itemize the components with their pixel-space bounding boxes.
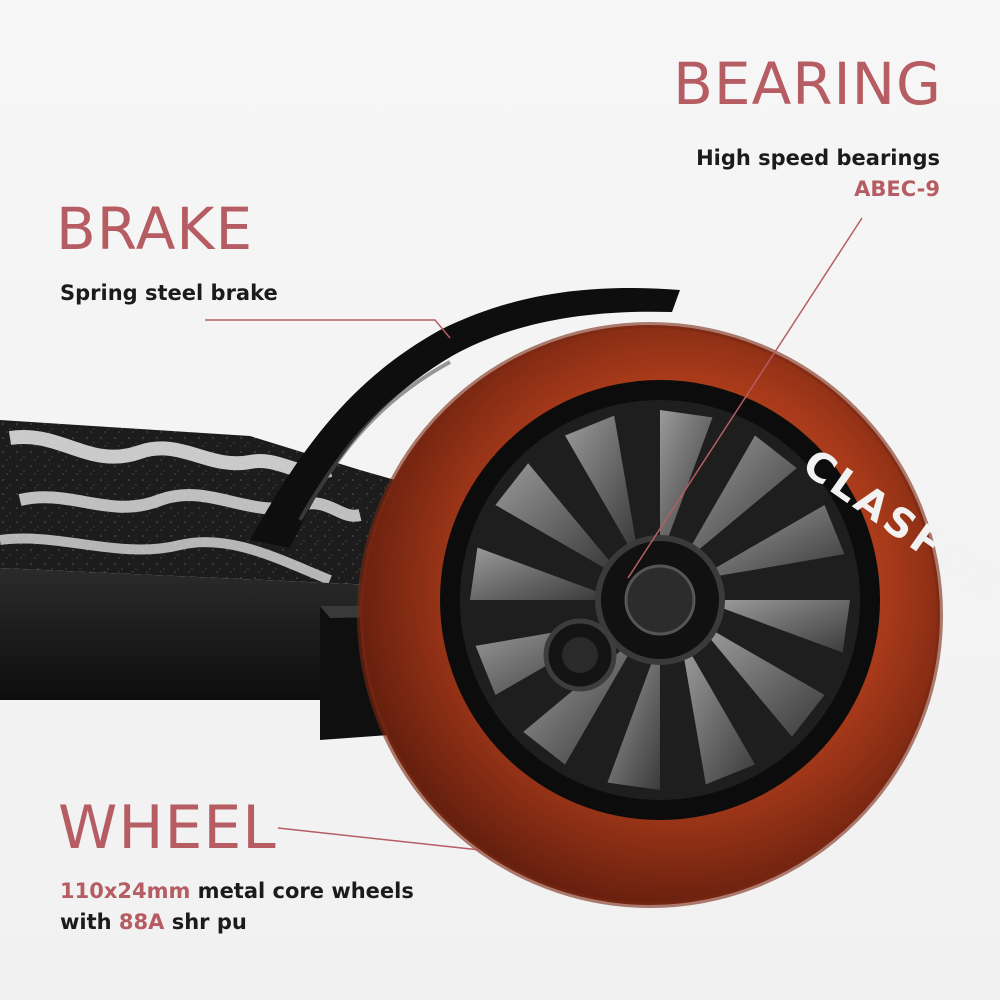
bearing-desc-line1: High speed bearings xyxy=(696,146,940,170)
wheel-spoke xyxy=(683,651,755,785)
callout-lines xyxy=(205,217,863,851)
brake-arm xyxy=(250,288,680,548)
grip-graphic xyxy=(0,533,332,585)
brake-title: BRAKE xyxy=(56,195,254,263)
brake-description: Spring steel brake xyxy=(60,281,278,305)
wheel-spoke xyxy=(719,600,850,653)
wheel-spoke xyxy=(565,415,637,549)
wheel-with-label: with xyxy=(60,910,119,934)
wheel-size: 110x24mm xyxy=(60,879,191,903)
grip-graphic xyxy=(8,429,333,480)
wheel-material: shr pu xyxy=(164,910,247,934)
wheel-edge xyxy=(357,322,943,908)
wheel: CLASFOX xyxy=(357,322,1000,908)
wheel-spoke xyxy=(470,547,601,600)
brake xyxy=(250,288,680,548)
brake-callout-line xyxy=(205,319,451,339)
wheel-spoke xyxy=(707,630,825,737)
bearing-center xyxy=(624,564,696,636)
wheel-spoke xyxy=(690,435,797,553)
wheel-spoke xyxy=(711,505,845,577)
wheel-callout-line xyxy=(277,827,481,851)
wheel-spoke xyxy=(607,659,660,790)
bearing-title: BEARING xyxy=(673,50,942,118)
wheel-spokes xyxy=(470,410,850,790)
bearing-callout-line xyxy=(627,217,863,579)
bearing-rating: ABEC-9 xyxy=(854,177,940,201)
wheel-title: WHEEL xyxy=(58,793,277,863)
grip-graphic xyxy=(18,489,362,522)
wheel-desc-rest: metal core wheels xyxy=(190,879,414,903)
bearing-description: High speed bearings ABEC-9 xyxy=(696,143,940,205)
wheel-hardness: 88A xyxy=(118,910,165,934)
axle-bolt-head xyxy=(562,637,598,673)
brake-highlight xyxy=(298,360,451,521)
wheel-description: 110x24mm metal core wheels with 88A shr … xyxy=(60,876,414,938)
wheel-spoke xyxy=(495,463,613,570)
